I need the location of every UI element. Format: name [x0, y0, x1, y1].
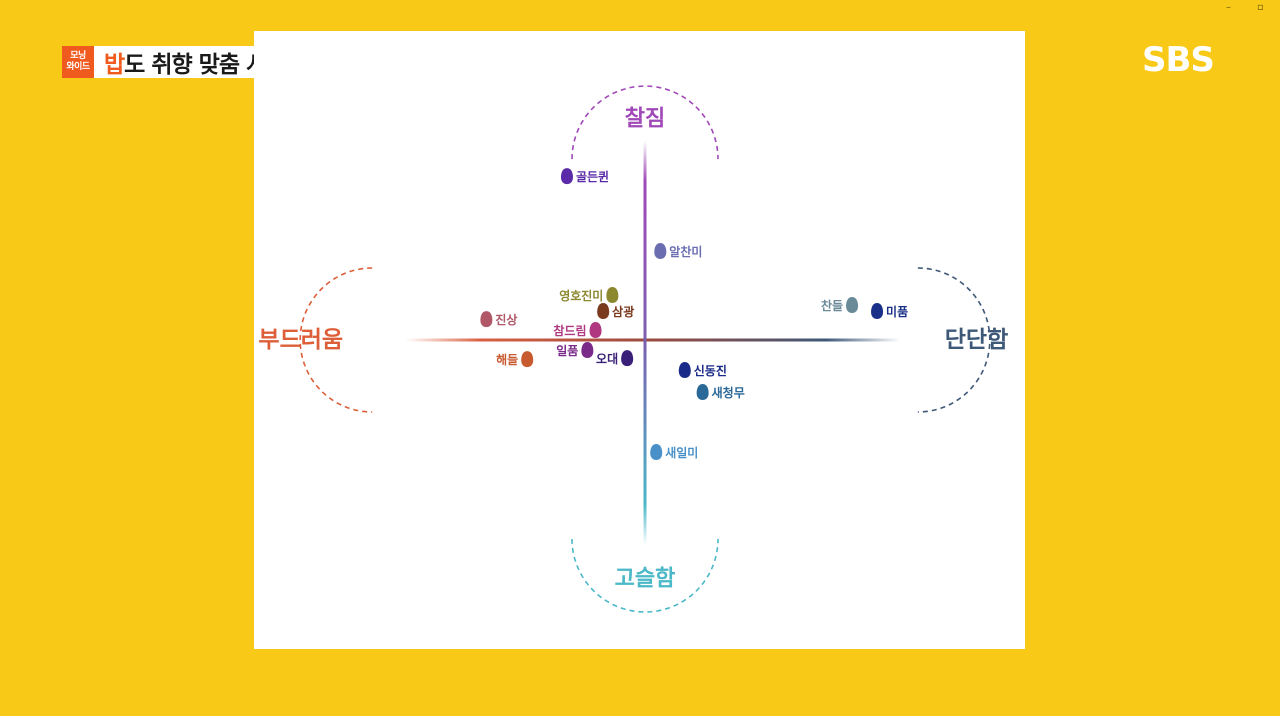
point-label: 신동진: [694, 363, 727, 378]
rice-grain-marker: [480, 311, 493, 328]
badge-line-1: 모닝: [70, 51, 86, 61]
point-label: 진상: [495, 312, 517, 327]
point-label: 일품: [556, 344, 578, 358]
rice-grain-marker: [696, 384, 709, 401]
rice-grain-marker: [521, 351, 534, 368]
y-axis-line: [643, 141, 647, 546]
point-label: 오대: [596, 352, 618, 366]
badge-line-2: 와이드: [66, 62, 90, 72]
rice-grain-marker: [589, 321, 602, 338]
broadcaster-logo: SBS: [1142, 40, 1215, 80]
point-label: 미품: [886, 304, 908, 319]
point-label: 해들: [496, 353, 518, 367]
rice-grain-marker: [560, 168, 573, 185]
point-label: 찬들: [821, 298, 843, 313]
rice-grain-marker: [654, 242, 667, 259]
rice-grain-marker: [871, 303, 884, 320]
point-label: 골든퀸: [576, 169, 609, 184]
rice-grain-marker: [606, 286, 619, 303]
rice-grain-marker: [846, 297, 859, 314]
caption-highlight: 밥: [104, 52, 125, 78]
rice-grain-marker: [678, 361, 691, 378]
point-label: 새청무: [712, 385, 745, 400]
axis-label-top: 찰짐: [625, 106, 665, 131]
axis-arc-right: [917, 267, 991, 413]
point-label: 알찬미: [669, 244, 702, 259]
point-label: 삼광: [612, 304, 634, 319]
rice-grain-marker: [650, 443, 663, 460]
point-label: 새일미: [665, 445, 698, 460]
point-label: 참드림: [553, 323, 586, 338]
point-label: 영호진미: [559, 288, 603, 303]
axis-arc-left: [299, 267, 373, 413]
axis-label-bottom: 고슬함: [615, 567, 676, 592]
minimize-icon[interactable]: –: [1226, 2, 1231, 13]
axis-label-left: 부드러움: [258, 327, 343, 353]
x-axis-line: [405, 338, 900, 342]
axis-label-right: 단단함: [945, 327, 1008, 353]
restore-icon[interactable]: ▫: [1257, 2, 1264, 13]
rice-grain-marker: [581, 342, 594, 359]
program-badge: 모닝 와이드: [62, 46, 94, 78]
rice-grain-marker: [597, 303, 610, 320]
rice-grain-marker: [621, 350, 634, 367]
